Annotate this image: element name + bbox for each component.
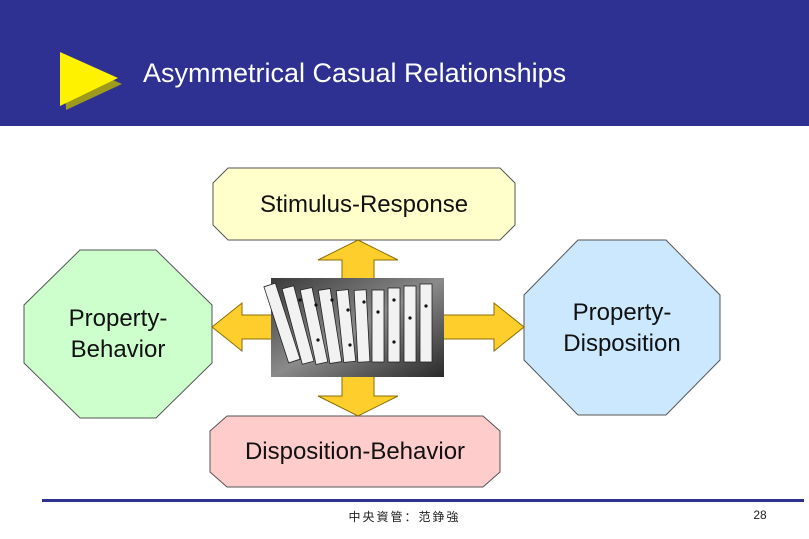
title-bar bbox=[0, 0, 809, 126]
slide-title: Asymmetrical Casual Relationships bbox=[143, 58, 567, 88]
property-behavior-shape bbox=[23, 249, 213, 419]
stimulus-response-text: Stimulus-Response bbox=[259, 190, 469, 218]
play-triangle-icon bbox=[60, 52, 122, 110]
footer-author: 中央資管：范錚強 bbox=[348, 510, 461, 524]
property-disposition-line1: Property- bbox=[572, 298, 672, 326]
disposition-behavior-label: Disposition-Behavior bbox=[210, 416, 500, 487]
property-disposition-label: Property- Disposition bbox=[524, 240, 720, 415]
dominoes-image bbox=[263, 278, 444, 377]
disposition-behavior-text: Disposition-Behavior bbox=[244, 438, 466, 465]
property-behavior-line2: Behavior bbox=[70, 336, 166, 363]
stimulus-response-label: Stimulus-Response bbox=[213, 168, 515, 240]
footer-divider bbox=[42, 499, 804, 502]
property-disposition-line2: Disposition bbox=[563, 329, 681, 357]
disposition-behavior-shape bbox=[209, 415, 501, 488]
page-number: 28 bbox=[753, 508, 767, 522]
property-disposition-shape bbox=[523, 239, 721, 416]
property-behavior-label: Property- Behavior bbox=[24, 250, 212, 418]
stimulus-response-shape bbox=[212, 167, 516, 241]
property-behavior-line1: Property- bbox=[68, 305, 168, 332]
